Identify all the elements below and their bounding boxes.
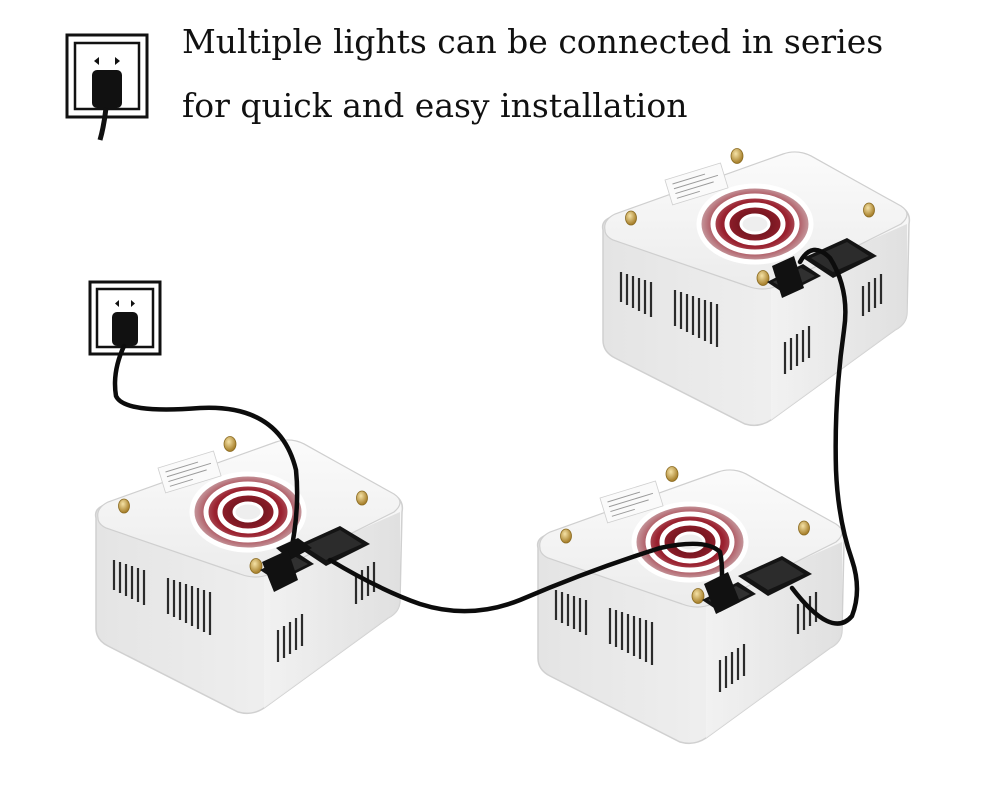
grow-light-top-right xyxy=(603,149,910,426)
headline-line-2: for quick and easy installation xyxy=(182,86,688,125)
power-plug-icon xyxy=(704,572,740,614)
power-plug-icon xyxy=(112,312,138,346)
cable-outlet-to-left-light xyxy=(112,343,300,559)
power-plug-icon xyxy=(262,550,298,592)
power-plug-icon xyxy=(92,70,122,108)
power-plug-icon xyxy=(772,256,804,298)
headline-line-1: Multiple lights can be connected in seri… xyxy=(182,22,884,61)
cable-left-to-center-light xyxy=(327,541,725,614)
grow-light-bottom-right xyxy=(538,467,845,744)
cable-center-to-top-light xyxy=(789,247,860,626)
wall-outlet-left xyxy=(88,280,162,356)
header-outlet-plug-icon xyxy=(65,33,149,141)
power-cables xyxy=(112,247,860,626)
